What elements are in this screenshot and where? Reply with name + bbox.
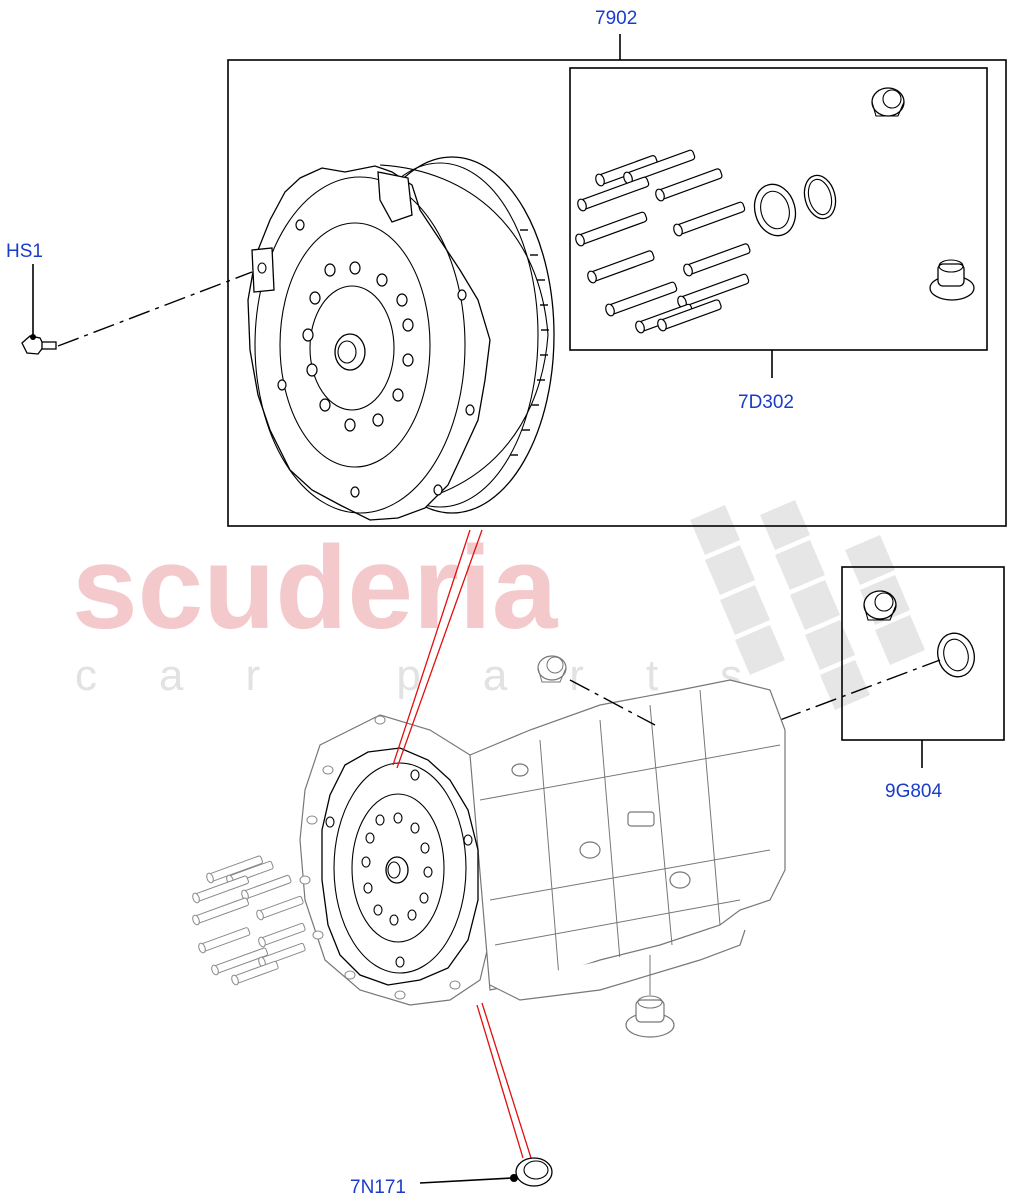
callout-9g804[interactable]: 9G804: [885, 781, 942, 802]
seal-9g804-icon: [937, 632, 975, 678]
torque-converter-illustration: [247, 156, 555, 521]
watermark: scuderia car parts: [72, 500, 925, 710]
seal-ring-icon: [753, 183, 797, 237]
kit-box-7d302: [569, 67, 988, 378]
drain-plug-icon: [929, 259, 975, 301]
flexplate-bolt-holes: [277, 219, 475, 498]
torque-converter-installed: [321, 747, 479, 986]
red-leader-lines: [392, 529, 532, 1159]
callout-7n171[interactable]: 7N171: [350, 1177, 406, 1198]
bolt-set-installed-icon: [192, 855, 306, 986]
kit-box-9g804: [841, 566, 1005, 768]
callout-7902[interactable]: 7902: [595, 8, 637, 29]
o-ring-icon: [803, 174, 837, 220]
callout-7d302[interactable]: 7D302: [738, 392, 794, 413]
torque-converter-teeth: [510, 229, 549, 456]
watermark-tagline: car parts: [75, 651, 804, 700]
grommet-9g804-icon: [863, 590, 897, 621]
bolt-hs1-icon: [21, 334, 57, 355]
kit-box-7902: [227, 34, 1007, 527]
bolt-set-icon: [575, 149, 751, 334]
blanking-plug-7n171-icon: [515, 1157, 553, 1187]
grommet-icon: [871, 87, 905, 117]
drain-plug-installed-icon: [625, 955, 675, 1038]
watermark-brand: scuderia: [72, 522, 559, 654]
callout-hs1[interactable]: HS1: [6, 241, 43, 262]
grommet-installed-icon: [537, 655, 567, 683]
